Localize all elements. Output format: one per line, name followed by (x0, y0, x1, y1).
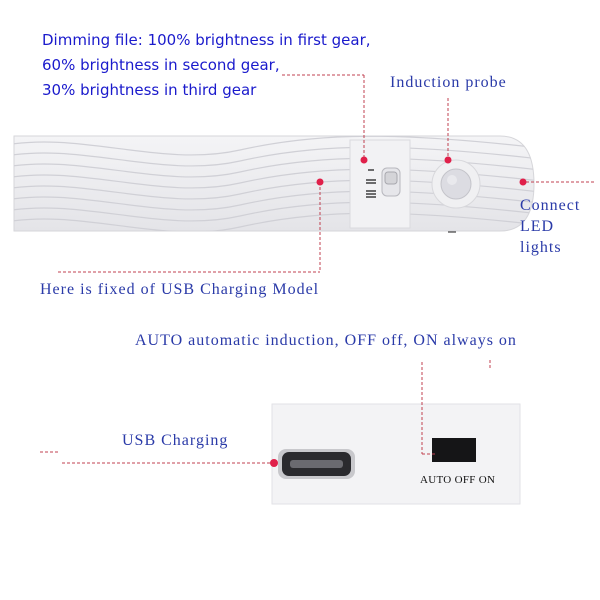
device-body (13, 135, 535, 233)
connect-line-1: Connect (520, 197, 581, 214)
dimming-line-1: Dimming file: 100% brightness in first g… (42, 31, 371, 49)
induction-probe-label: Induction probe (390, 74, 507, 91)
leader-dot (360, 156, 368, 164)
gear-marks-icon (366, 169, 376, 198)
switch-modes-label: AUTO automatic induction, OFF off, ON al… (135, 332, 517, 349)
bottom-leader-lines (40, 360, 491, 464)
switch-positions-label: AUTO OFF ON (420, 474, 496, 486)
leader-dot (316, 178, 324, 186)
connect-line-3: lights (520, 239, 562, 256)
usb-charging-label: USB Charging (122, 432, 229, 449)
dimming-line-3: 30% brightness in third gear (42, 81, 257, 99)
closeup-panel (271, 403, 521, 505)
connect-led-label: Connect LED lights (520, 195, 580, 258)
mode-switch[interactable] (432, 438, 476, 462)
control-panel (349, 139, 411, 229)
dimming-switch-knob (384, 171, 398, 185)
induction-probe-icon (440, 168, 472, 200)
usb-model-label: Here is fixed of USB Charging Model (40, 281, 320, 298)
connect-line-2: LED (520, 218, 555, 235)
leader-dot (519, 178, 527, 186)
wave-texture (14, 136, 534, 231)
leader-dot (270, 459, 278, 467)
leader-dot (444, 156, 452, 164)
dimming-line-2: 60% brightness in second gear, (42, 56, 280, 74)
dimming-description: Dimming file: 100% brightness in first g… (42, 28, 371, 103)
top-leader-lines (58, 74, 596, 273)
